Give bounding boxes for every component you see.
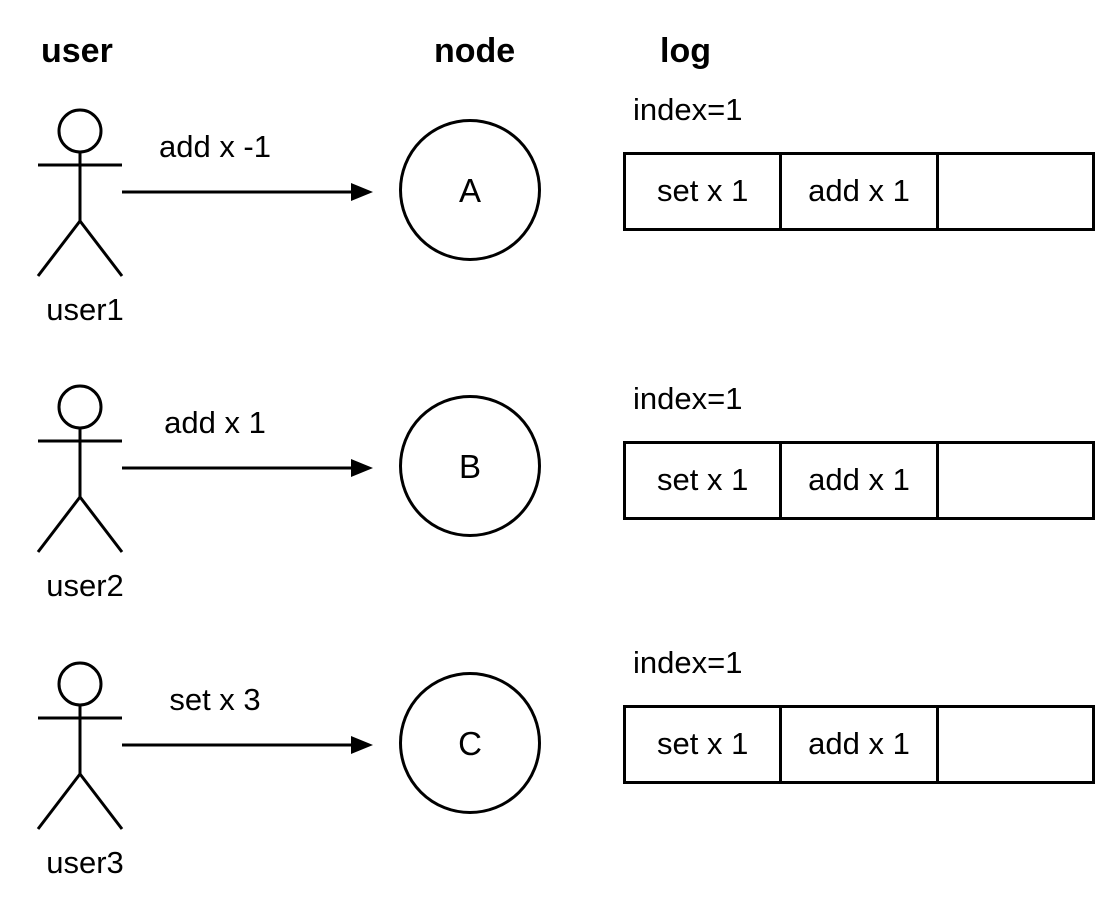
message-arrow-icon: [122, 459, 373, 477]
message-label: add x -1: [158, 129, 271, 164]
stick-figure-actor-icon: [36, 108, 124, 277]
stick-figure-actor-icon: [36, 661, 124, 830]
message-label: add x 1: [164, 405, 266, 440]
column-header-node: node: [434, 32, 516, 70]
diagram-row-3: user3 set x 3 C index=1 set x 1 add x 1: [0, 553, 1118, 893]
log-cell-3: [935, 444, 1092, 517]
node-letter: B: [458, 447, 481, 485]
log-table: set x 1 add x 1: [623, 152, 1095, 231]
log-index-label: index=1: [633, 92, 743, 127]
log-index-label: index=1: [633, 645, 743, 680]
column-header-log: log: [660, 32, 711, 70]
log-cell-3: [935, 155, 1092, 228]
stick-figure-actor-icon: [36, 384, 124, 553]
log-index-label: index=1: [633, 381, 743, 416]
node-shape: B: [399, 395, 541, 537]
column-header-user: user: [41, 32, 113, 70]
message-arrow-icon: [122, 183, 373, 201]
node-shape: A: [399, 119, 541, 261]
log-cell-2: add x 1: [779, 708, 935, 781]
log-cell-1: set x 1: [657, 173, 749, 209]
message-arrow-icon: [122, 736, 373, 754]
node-letter: A: [458, 171, 481, 209]
log-cell-3: [935, 708, 1092, 781]
log-cell-2: add x 1: [779, 444, 935, 517]
log-cell-2: add x 1: [779, 155, 935, 228]
log-cell-1: set x 1: [657, 462, 749, 498]
log-table: set x 1 add x 1: [623, 705, 1095, 784]
user-name-label: user3: [46, 845, 124, 880]
log-cell-1: set x 1: [657, 726, 749, 762]
node-letter: C: [458, 724, 482, 762]
log-table: set x 1 add x 1: [623, 441, 1095, 520]
node-shape: C: [399, 672, 541, 814]
log-group: index=1 set x 1 add x 1: [0, 553, 1118, 893]
user-name-label: user2: [46, 568, 124, 603]
message-label: set x 3: [169, 682, 261, 717]
user-name-label: user1: [46, 292, 124, 327]
